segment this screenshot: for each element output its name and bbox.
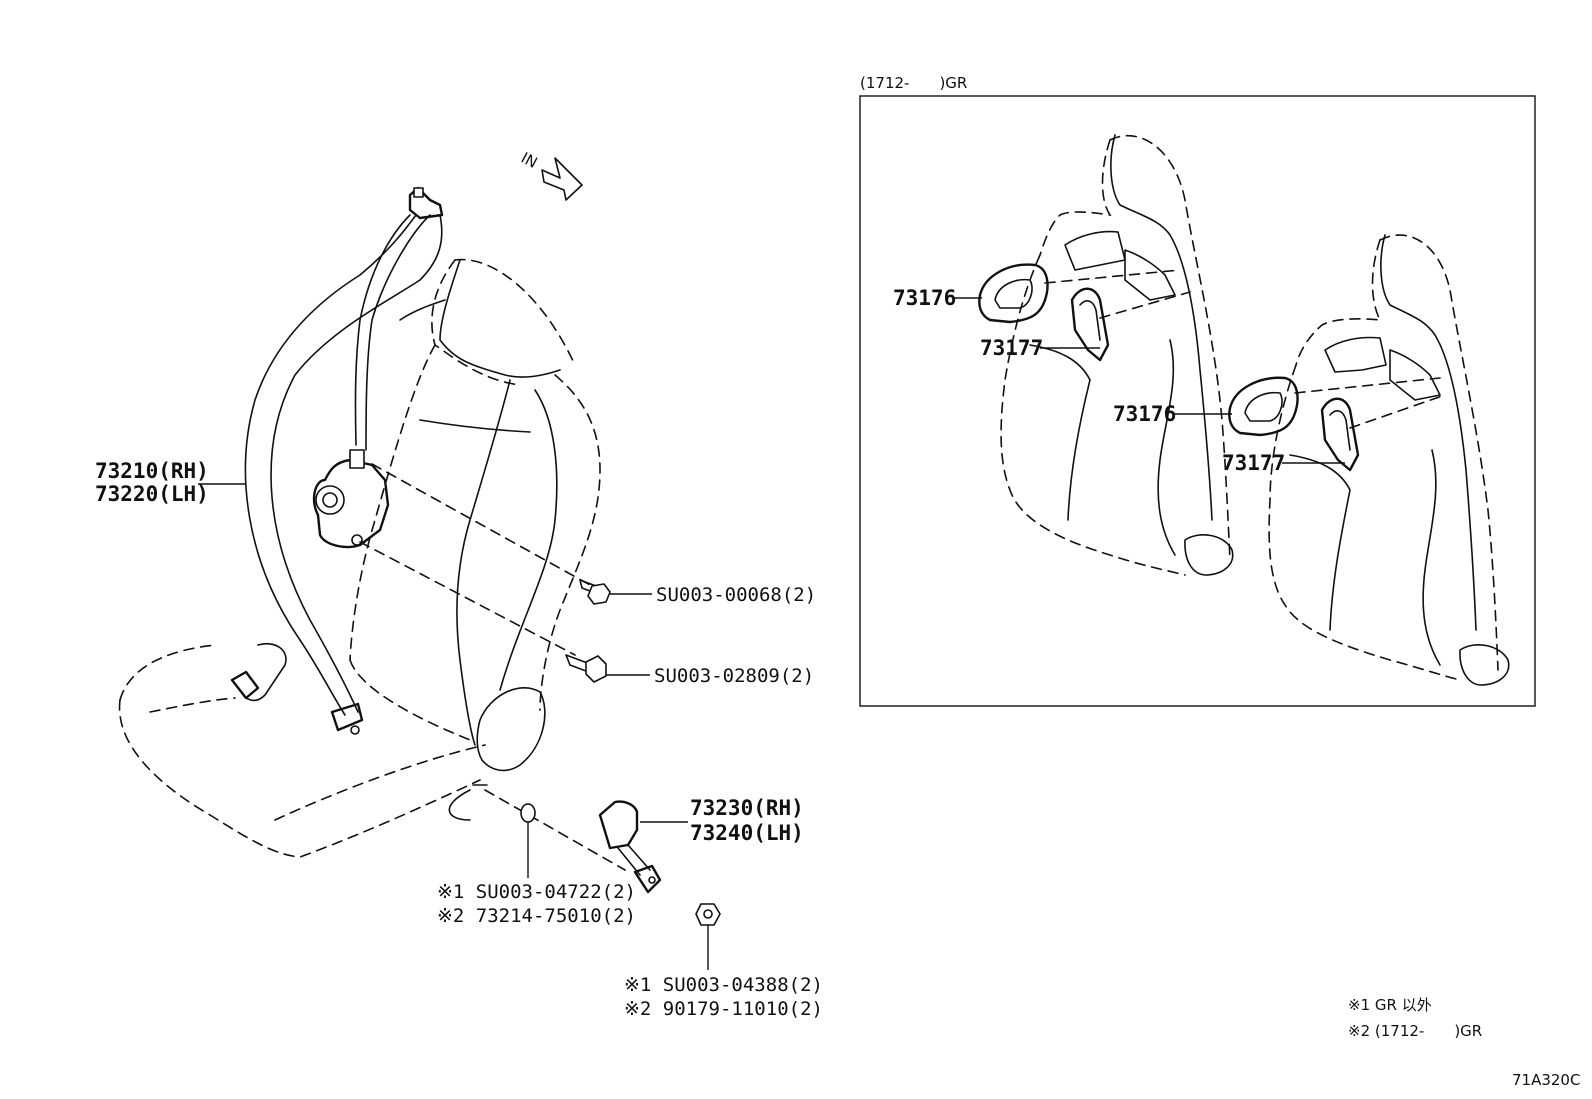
part-label-guide-73176-lower: 73176 [1113, 402, 1176, 426]
inset-title: (1712- )GR [860, 74, 967, 92]
nut-icon [695, 903, 721, 926]
part-label-guide-73177-lower: 73177 [1222, 451, 1285, 475]
part-label-bolt-lower: SU003-02809(2) [654, 665, 814, 687]
part-label-washer-2: ※2 73214-75010(2) [437, 905, 636, 927]
seat-belt-assembly [230, 186, 444, 735]
in-marker-label: IN [518, 149, 540, 172]
belt-guide-73176-upper-icon [978, 263, 1049, 324]
inset-label-leaders [954, 297, 1345, 464]
belt-guide-73177-upper-icon [1070, 287, 1110, 362]
washer-icon [520, 803, 536, 823]
inset-seatback-left [1000, 134, 1234, 576]
belt-guide-73177-lower-icon [1320, 397, 1360, 472]
part-label-bolt-upper: SU003-00068(2) [656, 584, 816, 606]
part-label-belt-lh: 73220(LH) [95, 482, 209, 506]
part-label-nut-1: ※1 SU003-04388(2) [624, 974, 823, 996]
part-label-buckle-rh: 73230(RH) [690, 796, 804, 820]
note-2: ※2 (1712- )GR [1348, 1022, 1482, 1040]
bolt-lower-icon [565, 654, 607, 683]
left-label-leaders [198, 483, 709, 970]
bolt-leader-lines [359, 463, 626, 871]
part-label-guide-73177-upper: 73177 [980, 336, 1043, 360]
part-label-belt-rh: 73210(RH) [95, 459, 209, 483]
part-label-guide-73176-upper: 73176 [893, 286, 956, 310]
part-label-buckle-lh: 73240(LH) [690, 821, 804, 845]
seat-outline [118, 258, 601, 858]
inset-seatback-right [1268, 234, 1510, 686]
inset-attach-lines [1044, 269, 1446, 429]
in-direction-arrow: IN [518, 149, 583, 201]
bolt-upper-icon [579, 579, 611, 605]
part-label-nut-2: ※2 90179-11010(2) [624, 998, 823, 1020]
figure-code: 71A320C [1512, 1071, 1580, 1089]
part-label-washer-1: ※1 SU003-04722(2) [437, 881, 636, 903]
belt-guide-73176-lower-icon [1228, 376, 1299, 437]
note-1: ※1 GR 以外 [1348, 996, 1432, 1014]
inset-frame [859, 95, 1536, 707]
buckle-icon [598, 800, 662, 894]
